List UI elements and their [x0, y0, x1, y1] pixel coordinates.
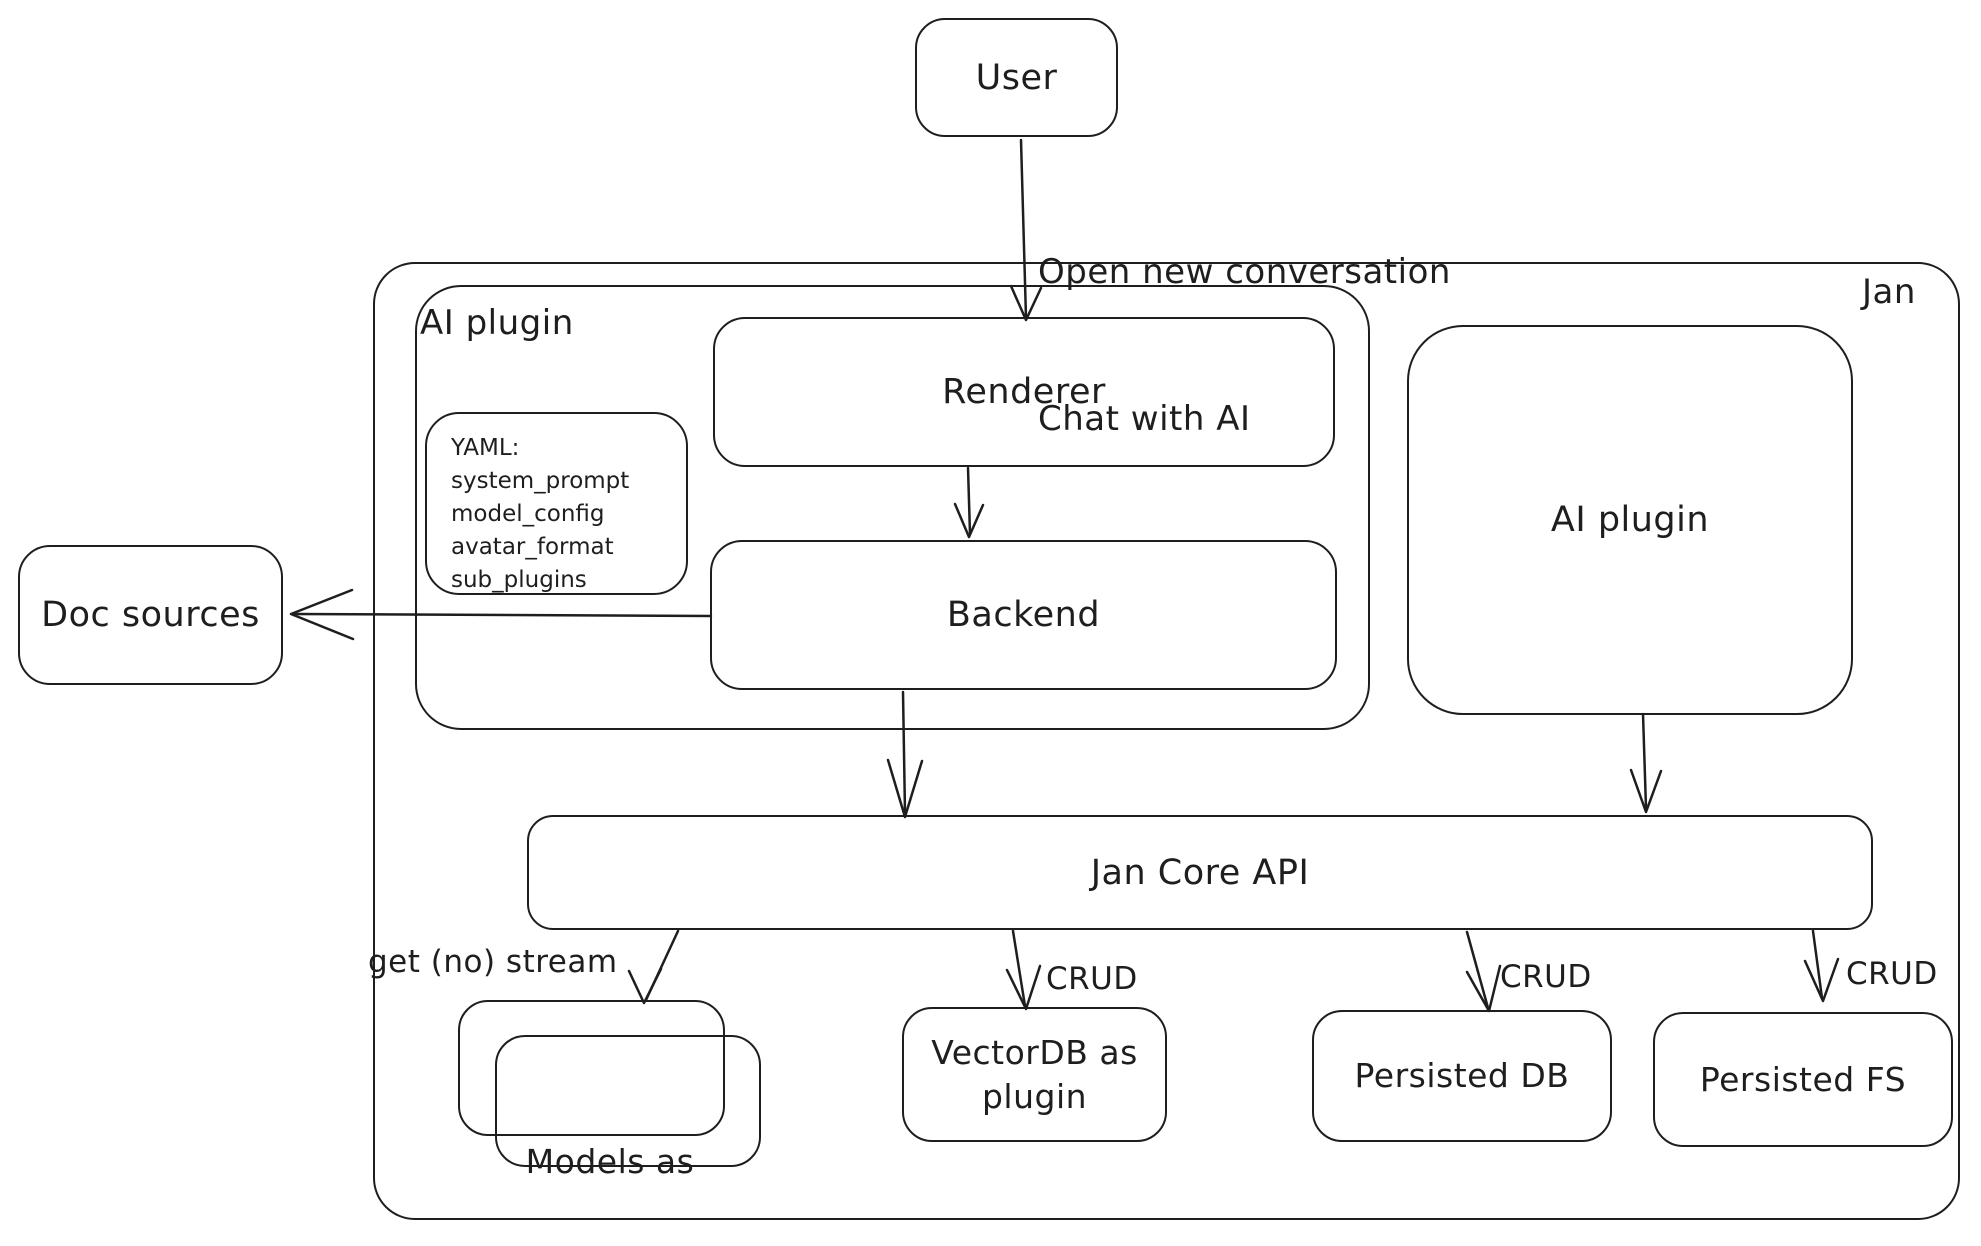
yaml-line: YAML:: [451, 435, 520, 461]
arrow-jan-core-api-to-persisted-fs: [1811, 929, 1824, 1000]
node-persisted-db: Persisted DB: [1312, 1010, 1612, 1142]
jan-container: [373, 262, 1960, 1220]
edge-label-crud-persisted-fs: CRUD: [1846, 956, 1938, 992]
yaml-line: sub_plugins: [451, 567, 587, 593]
node-doc-sources-label: Doc sources: [41, 595, 260, 635]
arrowhead-jan-core-api-to-models: [627, 967, 663, 1005]
arrowhead-jan-core-api-to-persisted-fs: [1803, 957, 1840, 1003]
yaml-note-text: YAML: system_prompt model_config avatar_…: [427, 414, 629, 597]
node-ai-plugin-label: AI plugin: [1550, 500, 1710, 540]
arrowhead-user-to-renderer: [1009, 284, 1043, 322]
arrowhead-backend-to-doc-sources: [289, 588, 355, 641]
jan-container-label: Jan: [1862, 272, 1916, 312]
edge-label-get-stream: get (no) stream: [368, 944, 618, 980]
arrow-renderer-to-backend: [966, 466, 972, 536]
ai-plugin-container-label: AI plugin: [420, 303, 574, 343]
node-doc-sources: Doc sources: [18, 545, 283, 685]
node-models-front: [495, 1035, 761, 1167]
arrow-backend-to-jan-core-api: [901, 690, 907, 815]
arrowhead-jan-core-api-to-vectordb: [1005, 964, 1042, 1011]
node-renderer-label: Renderer: [942, 372, 1106, 412]
arrowhead-renderer-to-backend: [953, 502, 985, 539]
arrow-user-to-renderer: [1019, 138, 1028, 320]
arrow-backend-to-doc-sources: [291, 612, 713, 618]
node-persisted-fs: Persisted FS: [1653, 1012, 1953, 1147]
arrow-jan-core-api-to-vectordb: [1011, 929, 1027, 1008]
node-persisted-fs-label: Persisted FS: [1699, 1059, 1907, 1099]
yaml-line: model_config: [451, 501, 605, 527]
edge-label-user-arrow: Open new conversation Chat with AI: [1038, 150, 1451, 542]
arrowhead-ai-plugin-to-jan-core-api: [1629, 768, 1663, 814]
node-vectordb-label: VectorDB as plugin: [931, 1031, 1138, 1118]
edge-label-user-arrow-line2: Chat with AI: [1038, 399, 1251, 439]
yaml-line: system_prompt: [451, 468, 630, 494]
edge-label-user-arrow-line1: Open new conversation: [1038, 252, 1451, 292]
node-ai-plugin: AI plugin: [1407, 325, 1853, 715]
node-vectordb-label-line2: plugin: [981, 1076, 1088, 1116]
node-persisted-db-label: Persisted DB: [1354, 1056, 1570, 1096]
edge-label-crud-persisted-db: CRUD: [1500, 959, 1592, 995]
yaml-line: avatar_format: [451, 534, 614, 560]
node-jan-core-api: Jan Core API: [527, 815, 1873, 930]
node-models-back: [458, 1000, 725, 1136]
arrow-ai-plugin-to-jan-core-api: [1641, 712, 1648, 810]
arrowhead-jan-core-api-to-persisted-db: [1465, 964, 1502, 1013]
node-jan-core-api-label: Jan Core API: [1090, 852, 1310, 893]
node-vectordb-label-line1: VectorDB as: [931, 1032, 1138, 1072]
node-user-label: User: [975, 57, 1058, 98]
ai-plugin-container: [415, 285, 1370, 730]
node-models-label: Models as plugin: [465, 1053, 755, 1246]
arrow-jan-core-api-to-persisted-db: [1465, 930, 1490, 1010]
edge-label-crud-vectordb: CRUD: [1046, 961, 1138, 997]
node-backend-label: Backend: [946, 595, 1101, 635]
node-user: User: [915, 18, 1118, 137]
yaml-note: YAML: system_prompt model_config avatar_…: [425, 412, 688, 595]
arrowhead-backend-to-jan-core-api: [886, 758, 924, 819]
node-vectordb: VectorDB as plugin: [902, 1007, 1167, 1142]
node-models-label-line1: Models as: [525, 1142, 695, 1182]
